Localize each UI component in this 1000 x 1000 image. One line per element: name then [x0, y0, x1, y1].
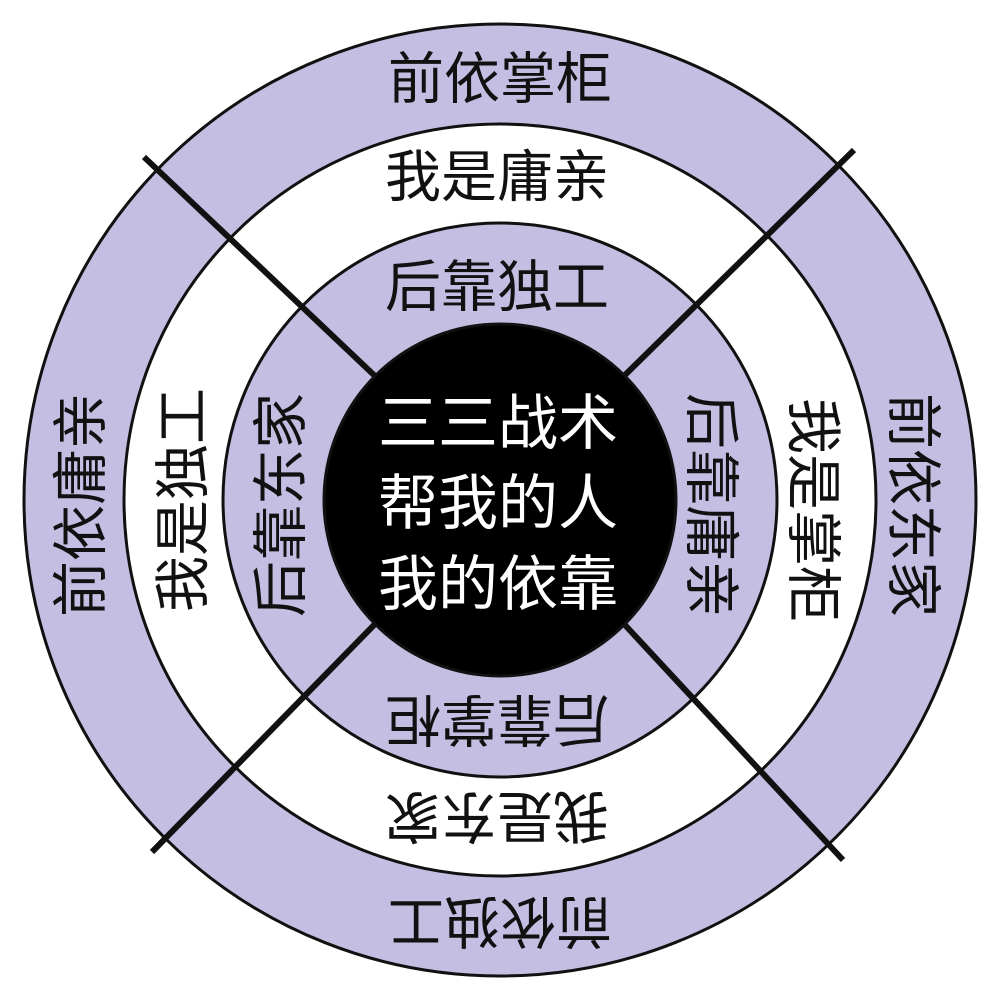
outer-ring-label-top: 前依掌柜 — [388, 48, 612, 113]
middle-ring-label-right: 我是掌柜 — [780, 398, 845, 622]
divider-line-nw — [141, 154, 378, 379]
outer-ring-label-left: 前依庸亲 — [50, 393, 115, 617]
center-line-1: 三三战术 — [378, 389, 618, 459]
divider-line-ne — [622, 147, 857, 378]
center-disc — [322, 322, 678, 678]
middle-ring-label-left: 我是独工 — [152, 388, 217, 612]
outer-ring-label-right: 前依东家 — [880, 393, 945, 617]
divider-line-se — [622, 622, 846, 863]
inner-ring-label-top: 后靠独工 — [385, 256, 609, 321]
middle-ring-label-top: 我是庸亲 — [385, 146, 609, 211]
center-line-2: 帮我的人 — [378, 469, 618, 539]
outer-ring-label-bottom: 前依独工 — [388, 888, 612, 953]
divider-line-sw — [149, 621, 378, 855]
middle-ring-label-bottom: 我是东家 — [385, 783, 609, 848]
center-line-3: 我的依靠 — [378, 550, 618, 620]
inner-ring-label-left: 后靠东家 — [250, 393, 315, 617]
inner-ring-label-bottom: 后靠掌柜 — [385, 686, 609, 751]
inner-ring-label-right: 后靠庸亲 — [678, 393, 743, 617]
